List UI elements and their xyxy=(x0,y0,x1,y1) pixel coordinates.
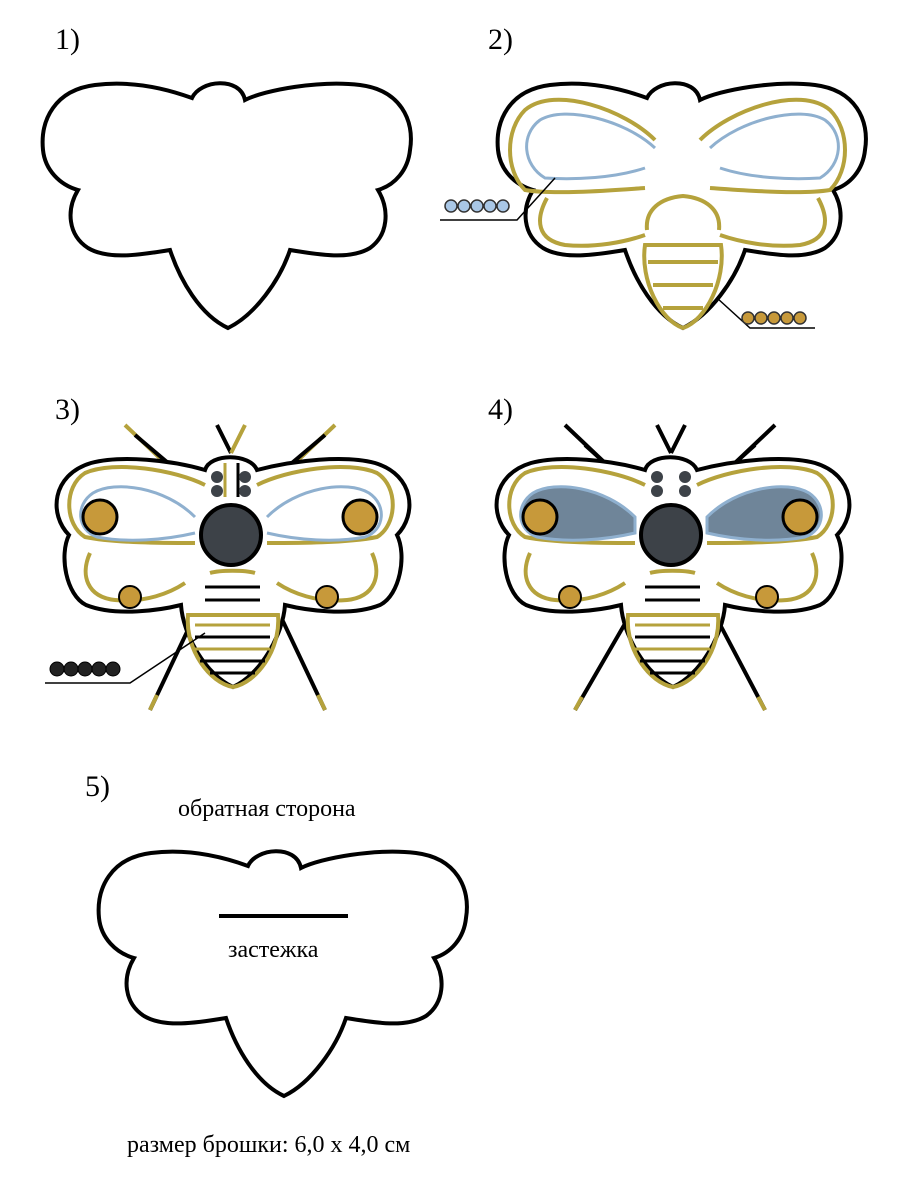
size-caption: размер брошки: 6,0 х 4,0 см xyxy=(127,1132,411,1158)
step-4-diagram xyxy=(494,423,852,712)
black-bead-row xyxy=(49,661,121,677)
step-5-label: 5) xyxy=(85,770,110,803)
blue-bead-row xyxy=(444,199,510,213)
legs xyxy=(573,613,767,712)
abdomen-stripes xyxy=(195,585,270,675)
center-cabochon xyxy=(199,503,263,567)
step-4-label: 4) xyxy=(488,393,513,426)
step-5-outline xyxy=(96,849,469,1098)
step-3-label: 3) xyxy=(55,393,80,426)
gold-bead-row xyxy=(741,311,807,325)
step-1-outline xyxy=(40,81,413,331)
blue-wing-lines xyxy=(525,112,840,181)
blue-bead-leader xyxy=(440,177,556,221)
slate-wing-fill xyxy=(519,485,823,542)
gold-bead-leader xyxy=(716,297,815,329)
gold-abdomen xyxy=(642,243,724,331)
gold-lower-wings xyxy=(538,193,827,248)
step-1-label: 1) xyxy=(55,23,80,56)
gold-wing-outline xyxy=(508,97,847,195)
clasp-label: застежка xyxy=(228,937,319,963)
step-3-diagram xyxy=(45,423,412,711)
back-side-caption: обратная сторона xyxy=(178,796,356,822)
step-2-label: 2) xyxy=(488,23,513,56)
step-2-diagram xyxy=(440,81,868,331)
